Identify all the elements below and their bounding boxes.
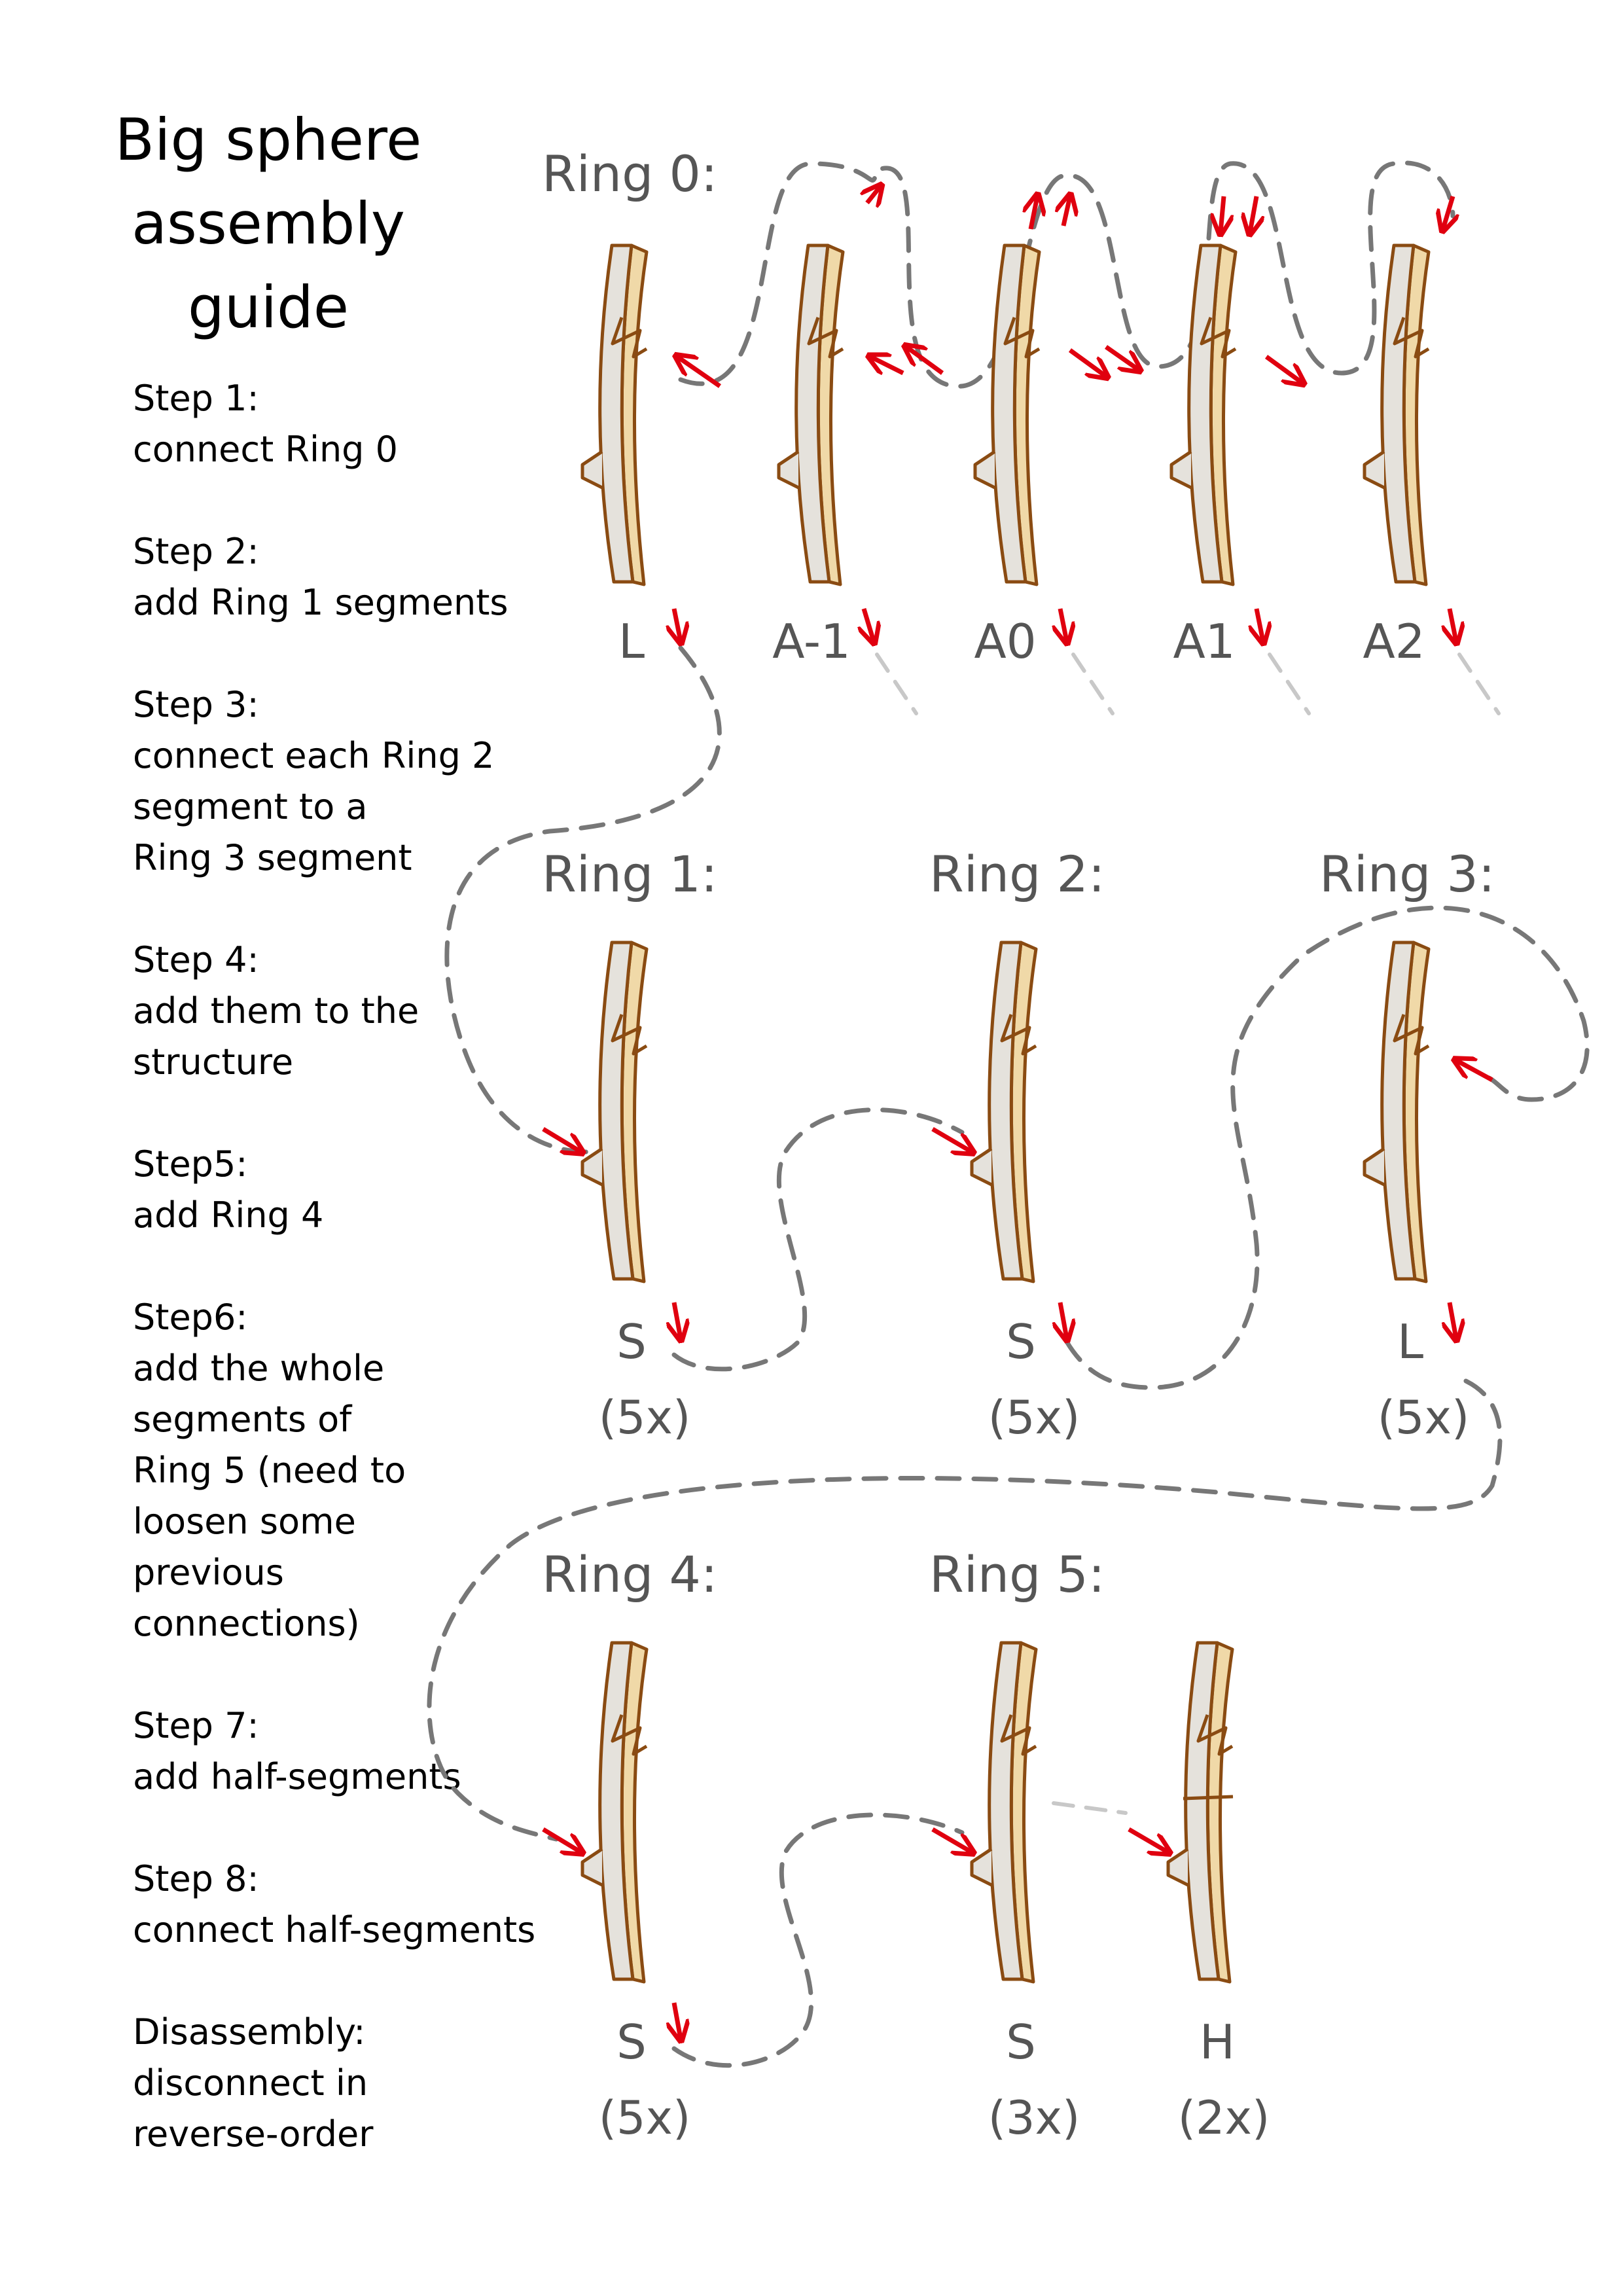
steps-list: Step 1: connect Ring 0 Step 2: add Ring …	[133, 373, 604, 2160]
segment-ring4-S	[582, 1643, 647, 1982]
step-title: Step 1:	[133, 378, 259, 419]
piece-label-A-1: A-1	[772, 614, 850, 669]
step-title: Step5:	[133, 1143, 248, 1185]
step-title: Step 4:	[133, 939, 259, 980]
ring-2-label: Ring 2:	[929, 845, 1105, 903]
page-title: Big sphere assembly guide	[115, 106, 422, 341]
assembly-order-path-3	[671, 1107, 965, 1372]
step-body: connect Ring 0	[133, 429, 398, 470]
piece-label-A1: A1	[1173, 614, 1235, 669]
step-body: connect half-segments	[133, 1909, 536, 1950]
step-body: add Ring 4	[133, 1194, 324, 1236]
ring-1-label: Ring 1:	[542, 845, 717, 903]
step-body: connect each Ring 2 segment to a Ring 3 …	[133, 735, 495, 878]
connection-arrows	[542, 187, 1493, 2039]
segment-ring0-A2	[1364, 245, 1429, 584]
ring-3-label: Ring 3:	[1319, 845, 1495, 903]
step-disassembly: Disassembly: disconnect in reverse-order	[133, 2007, 604, 2160]
assembly-order-path-2	[444, 645, 722, 1155]
segment-ring0-A-1	[779, 245, 843, 584]
step-5: Step5: add Ring 4	[133, 1139, 604, 1241]
step-title: Step 7:	[133, 1705, 259, 1746]
piece-label-L: L	[618, 614, 645, 669]
step-title: Step 8:	[133, 1858, 259, 1899]
piece-label-ring5-S: S	[1006, 2015, 1036, 2070]
assembly-order-path-5	[427, 1378, 1503, 1842]
segment-ring5-S	[972, 1643, 1036, 1982]
step-title: Step6:	[133, 1297, 248, 1338]
count-label-ring4: (5x)	[599, 2091, 691, 2145]
segment-ring0-A0	[975, 245, 1039, 584]
segment-ring5-H	[1168, 1643, 1232, 1982]
ring-5-label: Ring 5:	[929, 1545, 1105, 1604]
piece-label-ring5-H: H	[1200, 2015, 1235, 2070]
segment-ring3-L	[1364, 942, 1429, 1282]
step-body: add half-segments	[133, 1756, 461, 1797]
segment-ring0-A1	[1171, 245, 1236, 584]
piece-label-ring1: S	[616, 1314, 647, 1369]
hint-dashes	[875, 653, 1501, 1815]
step-body: add them to the structure	[133, 990, 419, 1083]
segment-ring1-S	[582, 942, 647, 1282]
segment-ring0-L	[582, 245, 647, 584]
piece-label-ring2: S	[1006, 1314, 1036, 1369]
piece-label-ring4: S	[616, 2015, 647, 2070]
step-8: Step 8: connect half-segments	[133, 1854, 604, 1956]
step-body: add the whole segments of Ring 5 (need t…	[133, 1348, 406, 1644]
piece-label-A2: A2	[1363, 614, 1425, 669]
count-label-ring5-S: (3x)	[988, 2091, 1080, 2145]
piece-label-A0: A0	[974, 614, 1036, 669]
assembly-order-path	[678, 160, 1455, 389]
step-title: Step 2:	[133, 531, 259, 572]
segment-ring2-S	[972, 942, 1036, 1282]
step-title: Step 3:	[133, 684, 259, 725]
ring-4-label: Ring 4:	[542, 1545, 717, 1604]
count-label-ring3: (5x)	[1378, 1391, 1470, 1444]
step-2: Step 2: add Ring 1 segments	[133, 526, 604, 628]
half-segment-divider	[1183, 1795, 1234, 1801]
step-body: disconnect in reverse-order	[133, 2062, 374, 2155]
assembly-order-path-6	[671, 1812, 965, 2068]
count-label-ring5-H: (2x)	[1178, 2091, 1270, 2145]
step-3: Step 3: connect each Ring 2 segment to a…	[133, 679, 604, 884]
step-7: Step 7: add half-segments	[133, 1700, 604, 1803]
step-title: Disassembly:	[133, 2011, 366, 2053]
step-6: Step6: add the whole segments of Ring 5 …	[133, 1292, 604, 1649]
step-body: add Ring 1 segments	[133, 582, 508, 623]
step-1: Step 1: connect Ring 0	[133, 373, 604, 475]
assembly-order-path-4	[1064, 905, 1590, 1390]
count-label-ring2: (5x)	[988, 1391, 1080, 1444]
ring-0-label: Ring 0:	[542, 145, 717, 203]
count-label-ring1: (5x)	[599, 1391, 691, 1444]
step-4: Step 4: add them to the structure	[133, 935, 604, 1088]
piece-label-ring3: L	[1397, 1314, 1423, 1369]
